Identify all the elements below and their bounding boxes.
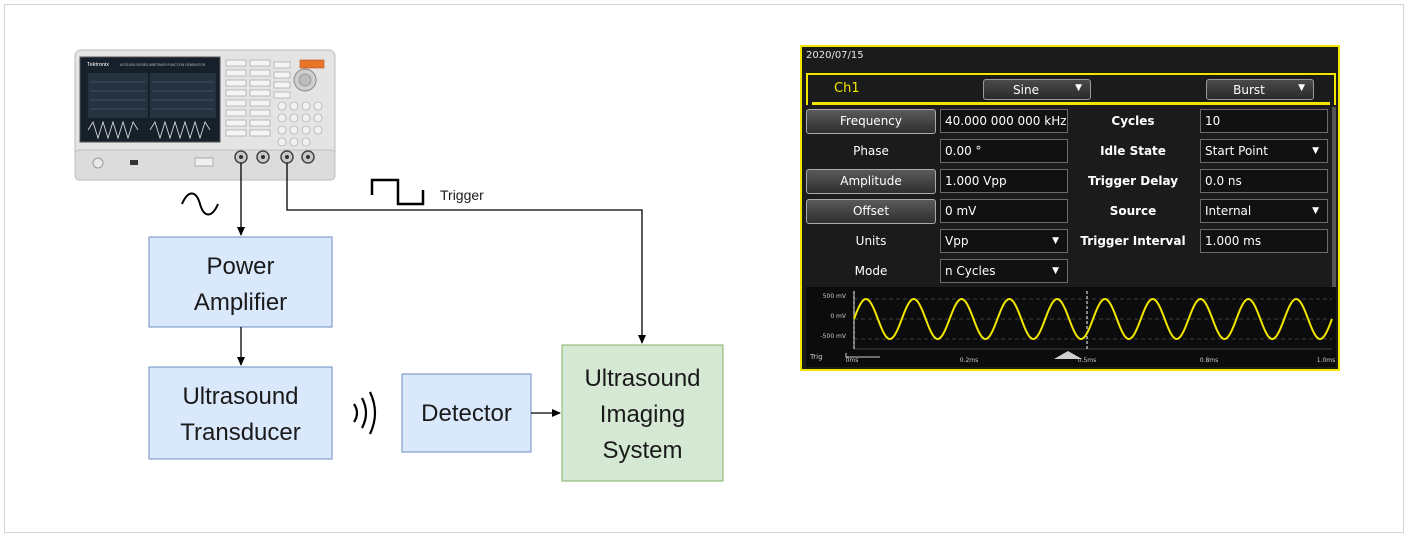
function-generator-device: Tektronix AFG31000 SERIES ARBITRARY/FUNC… [74, 49, 336, 181]
source-select[interactable]: Internal ▼ [1200, 199, 1328, 223]
phase-field[interactable]: 0.00 ° [940, 139, 1068, 163]
source-label: Source [1109, 204, 1157, 218]
generator-control-panel: 2020/07/15 Ch1 Sine ▼ Burst ▼ Frequency … [800, 45, 1340, 371]
trigger-delay-label: Trigger Delay [1087, 174, 1179, 188]
expand-up-icon[interactable] [1054, 351, 1082, 359]
x-label-0: 0ms [846, 357, 859, 364]
offset-button[interactable]: Offset [806, 199, 936, 224]
units-select[interactable]: Vpp ▼ [940, 229, 1068, 253]
amplitude-field[interactable]: 1.000 Vpp [940, 169, 1068, 193]
channel-bar: Ch1 Sine ▼ Burst ▼ [806, 73, 1336, 105]
frequency-button[interactable]: Frequency [806, 109, 936, 134]
source-select-value: Internal [1205, 204, 1252, 218]
transducer-line2: Transducer [180, 419, 301, 446]
run-mode-dropdown[interactable]: Burst ▼ [1206, 79, 1314, 100]
cycles-field[interactable]: 10 [1200, 109, 1328, 133]
ultrasound-waves-icon [353, 391, 377, 435]
channel-underline [812, 102, 1330, 105]
power-amplifier-line1: Power [206, 253, 274, 280]
panel-scrollbar[interactable] [1332, 107, 1336, 287]
imaging-system-box [561, 344, 724, 482]
sine-wave-icon [181, 192, 219, 216]
detector-label: Detector [421, 400, 512, 427]
trigger-interval-label: Trigger Interval [1080, 234, 1186, 248]
y-label-top: 500 mV [823, 293, 847, 300]
waveform-dropdown[interactable]: Sine ▼ [983, 79, 1091, 100]
trigger-delay-field[interactable]: 0.0 ns [1200, 169, 1328, 193]
device-model: AFG31000 SERIES ARBITRARY/FUNCTION GENER… [120, 63, 206, 67]
cycles-label: Cycles [1111, 114, 1155, 128]
channel-label[interactable]: Ch1 [834, 81, 860, 96]
trigger-interval-field[interactable]: 1.000 ms [1200, 229, 1328, 253]
arrow-trigger-to-imaging [286, 163, 646, 344]
bnc-connectors [234, 150, 315, 164]
trigger-pulse-icon [370, 178, 425, 206]
phase-label: Phase [853, 144, 889, 158]
chevron-down-icon: ▼ [1052, 266, 1059, 276]
chevron-down-icon: ▼ [1052, 236, 1059, 246]
x-label-2: 0.5ms [1078, 357, 1097, 364]
x-label-3: 0.8ms [1200, 357, 1219, 364]
frequency-field[interactable]: 40.000 000 000 kHz [940, 109, 1068, 133]
units-select-value: Vpp [945, 234, 969, 248]
mode-select[interactable]: n Cycles ▼ [940, 259, 1068, 283]
transducer-line1: Ultrasound [182, 383, 298, 410]
x-label-1: 0.2ms [960, 357, 979, 364]
trig-label: Trig [809, 353, 823, 361]
imaging-system-line1: Ultrasound [584, 365, 700, 392]
chevron-down-icon: ▼ [1298, 83, 1305, 93]
idle-state-select-value: Start Point [1205, 144, 1268, 158]
waveform-preview: 500 mV 0 mV -500 mV Trig 0ms 0.2ms 0.5ms… [806, 287, 1336, 367]
imaging-system-line3: System [602, 437, 682, 464]
trigger-label: Trigger [440, 187, 484, 203]
mode-select-value: n Cycles [945, 264, 996, 278]
amplitude-button[interactable]: Amplitude [806, 169, 936, 194]
run-mode-dropdown-label: Burst [1233, 83, 1265, 97]
figure-frame [4, 4, 1404, 533]
chevron-down-icon: ▼ [1312, 206, 1319, 216]
units-label: Units [855, 234, 887, 248]
idle-state-label: Idle State [1100, 144, 1166, 158]
device-brand: Tektronix [87, 62, 109, 68]
offset-field[interactable]: 0 mV [940, 199, 1068, 223]
y-label-mid: 0 mV [830, 313, 847, 320]
imaging-system-line2: Imaging [600, 401, 685, 428]
power-amplifier-line2: Amplifier [194, 289, 287, 316]
sine-trace [853, 297, 1333, 341]
transducer-box [148, 366, 333, 460]
x-label-4: 1.0ms [1317, 357, 1336, 364]
chevron-down-icon: ▼ [1075, 83, 1082, 93]
y-label-bottom: -500 mV [821, 333, 847, 340]
detector-box [401, 373, 532, 453]
chevron-down-icon: ▼ [1312, 146, 1319, 156]
power-amplifier-box [148, 236, 333, 328]
idle-state-select[interactable]: Start Point ▼ [1200, 139, 1328, 163]
waveform-dropdown-label: Sine [1013, 83, 1039, 97]
panel-date: 2020/07/15 [806, 50, 864, 61]
block-diagram: Tektronix AFG31000 SERIES ARBITRARY/FUNC… [74, 49, 724, 482]
mode-label: Mode [854, 264, 888, 278]
